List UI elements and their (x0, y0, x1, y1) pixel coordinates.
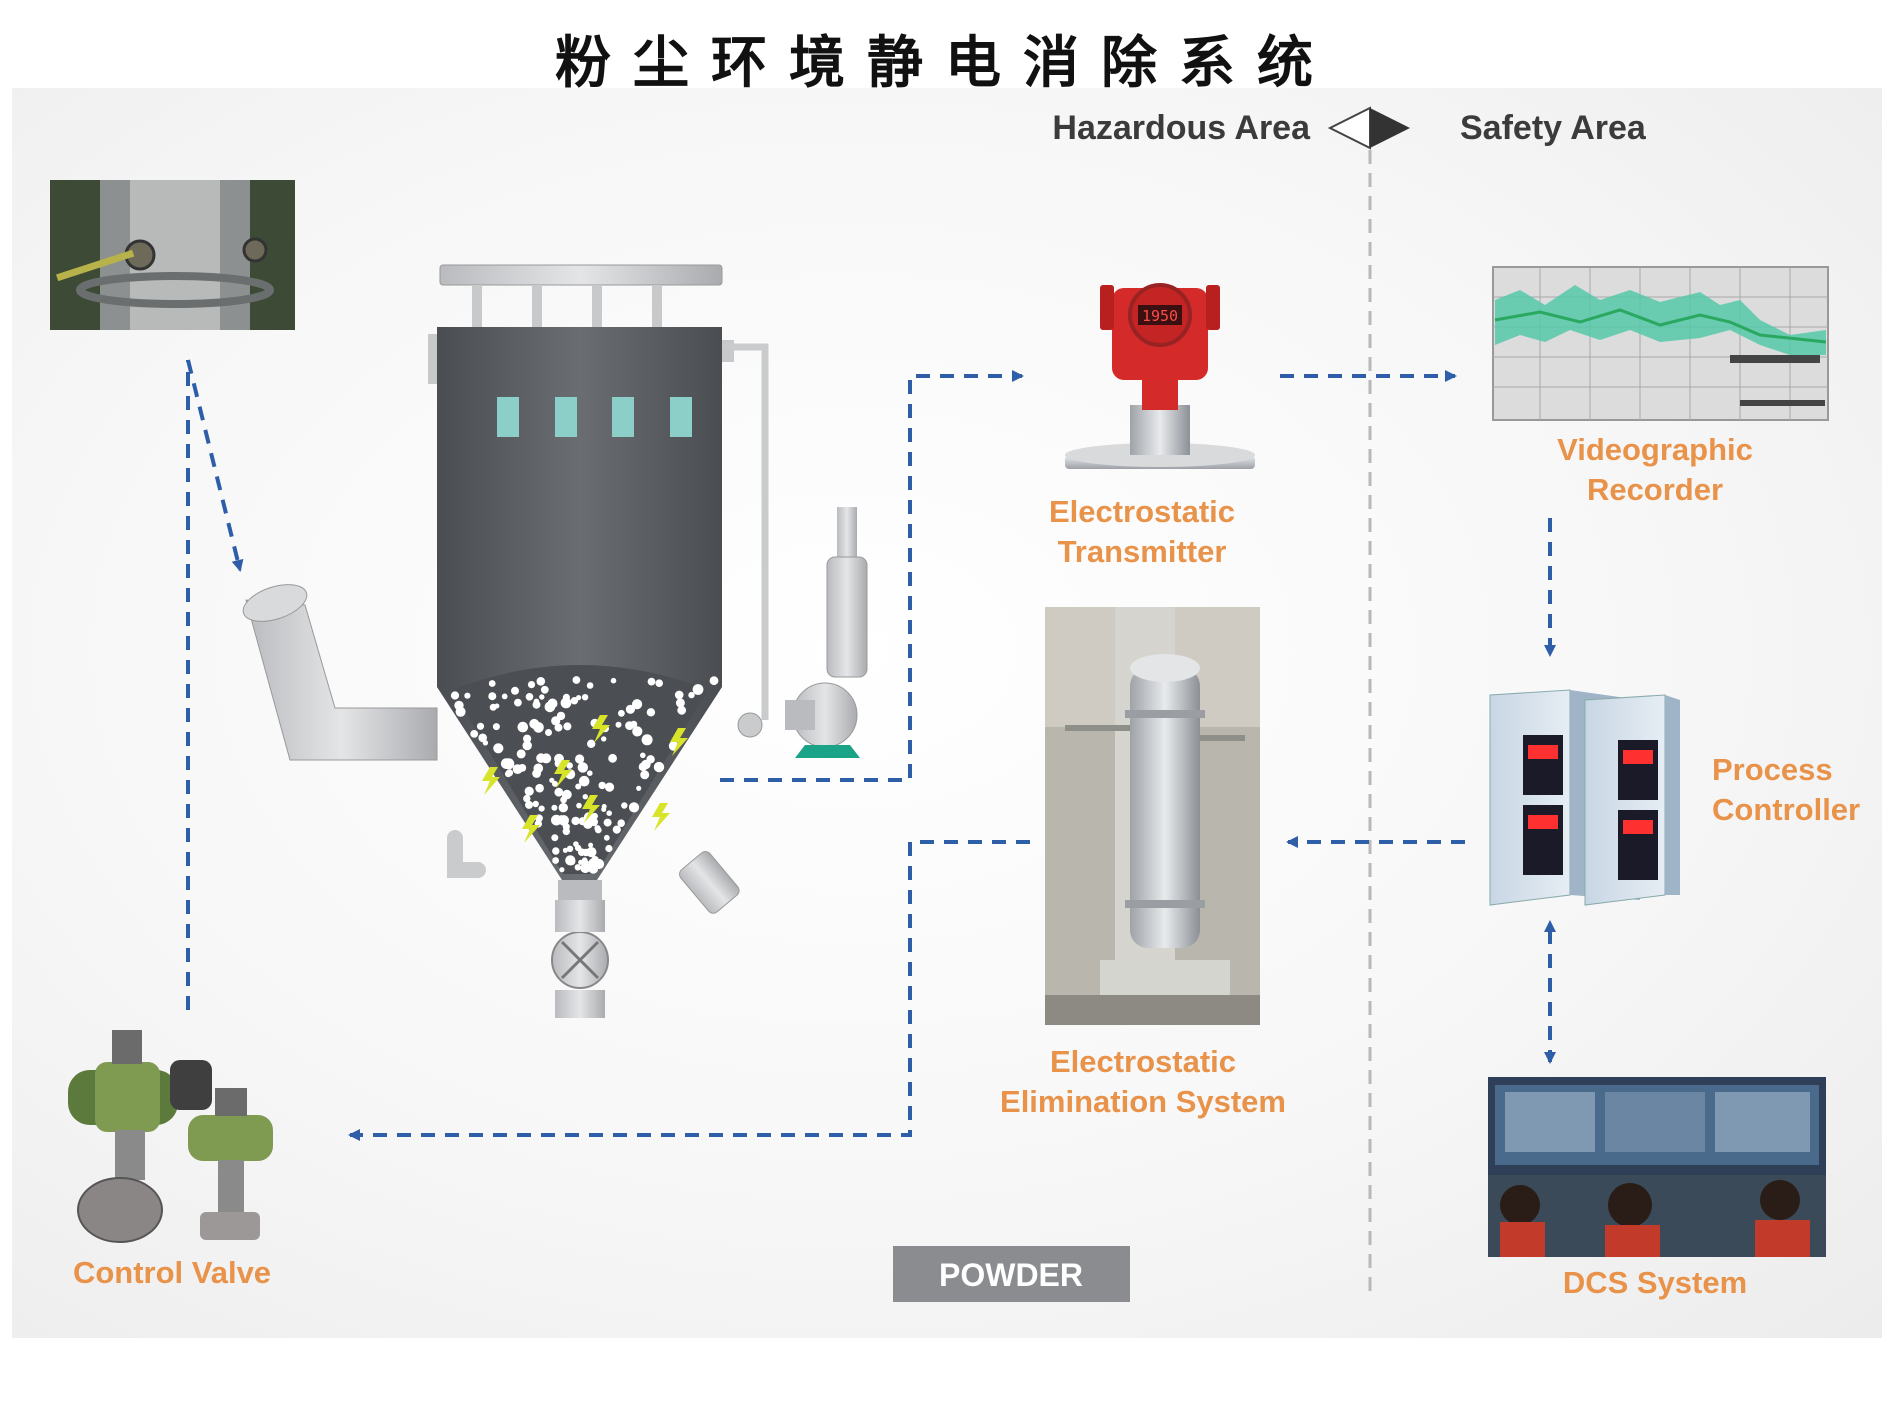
elimination-label-line1: Electrostatic (1050, 1044, 1236, 1079)
controller-label-line2: Controller (1712, 792, 1860, 827)
powder-label: POWDER (939, 1257, 1083, 1293)
controller-label-line1: Process (1712, 752, 1833, 787)
electrostatic-transmitter-device: 1950 (1065, 283, 1255, 469)
transmitter-display: 1950 (1142, 307, 1178, 325)
signal-arrows (186, 359, 1556, 1141)
recorder-label-line1: Videographic (1557, 432, 1753, 467)
arrow-silo-to-transmitter (720, 370, 1024, 782)
arrow-elimination-to-valve (348, 840, 1030, 1141)
dust-silo (242, 264, 868, 1018)
arrow-sensor-to-inlet (186, 359, 244, 572)
elimination-system-photo (1045, 607, 1260, 1025)
dcs-system-photo (1488, 1077, 1826, 1257)
powder-badge: POWDER (893, 1246, 1130, 1302)
process-controller-device (1489, 689, 1680, 906)
powder-particles (450, 676, 719, 874)
pipe-sensor-photo (50, 180, 295, 330)
dcs-label: DCS System (1563, 1265, 1747, 1300)
page-title: 粉尘环境静电消除系统 (555, 31, 1335, 96)
control-valve-device (68, 1030, 273, 1243)
transmitter-label-line1: Electrostatic (1049, 494, 1235, 529)
videographic-recorder-device (1492, 266, 1829, 421)
recorder-label-line2: Recorder (1587, 472, 1723, 507)
hazardous-area-label: Hazardous Area (1052, 109, 1311, 147)
elimination-label-line2: Elimination System (1000, 1084, 1286, 1119)
transmitter-label-line2: Transmitter (1058, 534, 1227, 569)
valve-label: Control Valve (73, 1255, 271, 1290)
area-divider (1327, 106, 1410, 1295)
static-spark-icons (482, 715, 688, 843)
safety-area-label: Safety Area (1460, 109, 1647, 147)
